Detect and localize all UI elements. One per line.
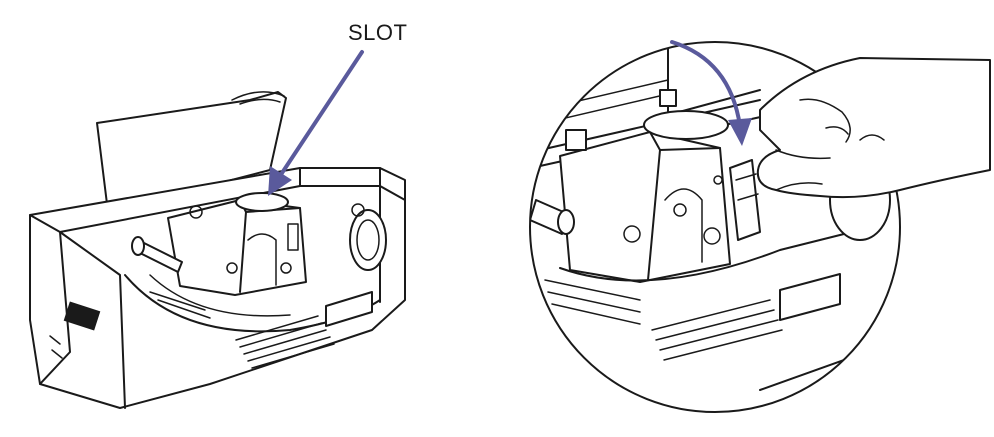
ribbon-cartridge [729, 159, 761, 241]
insertion-arrow-icon [670, 40, 752, 146]
slot-callout-label: SLOT [348, 20, 407, 45]
slot-arrow-icon [268, 50, 364, 196]
inset-border [529, 41, 901, 413]
print-head-carriage [167, 199, 307, 296]
magnified-inset [529, 41, 991, 413]
inset-carriage [559, 131, 731, 283]
knob-icon [349, 209, 387, 271]
label-plate [63, 301, 101, 331]
inset-vent-grille [651, 299, 783, 361]
front-slot-panel [325, 291, 373, 327]
vent-grille [235, 315, 335, 369]
hand-illustration [756, 57, 991, 199]
printer-overview [29, 91, 406, 409]
